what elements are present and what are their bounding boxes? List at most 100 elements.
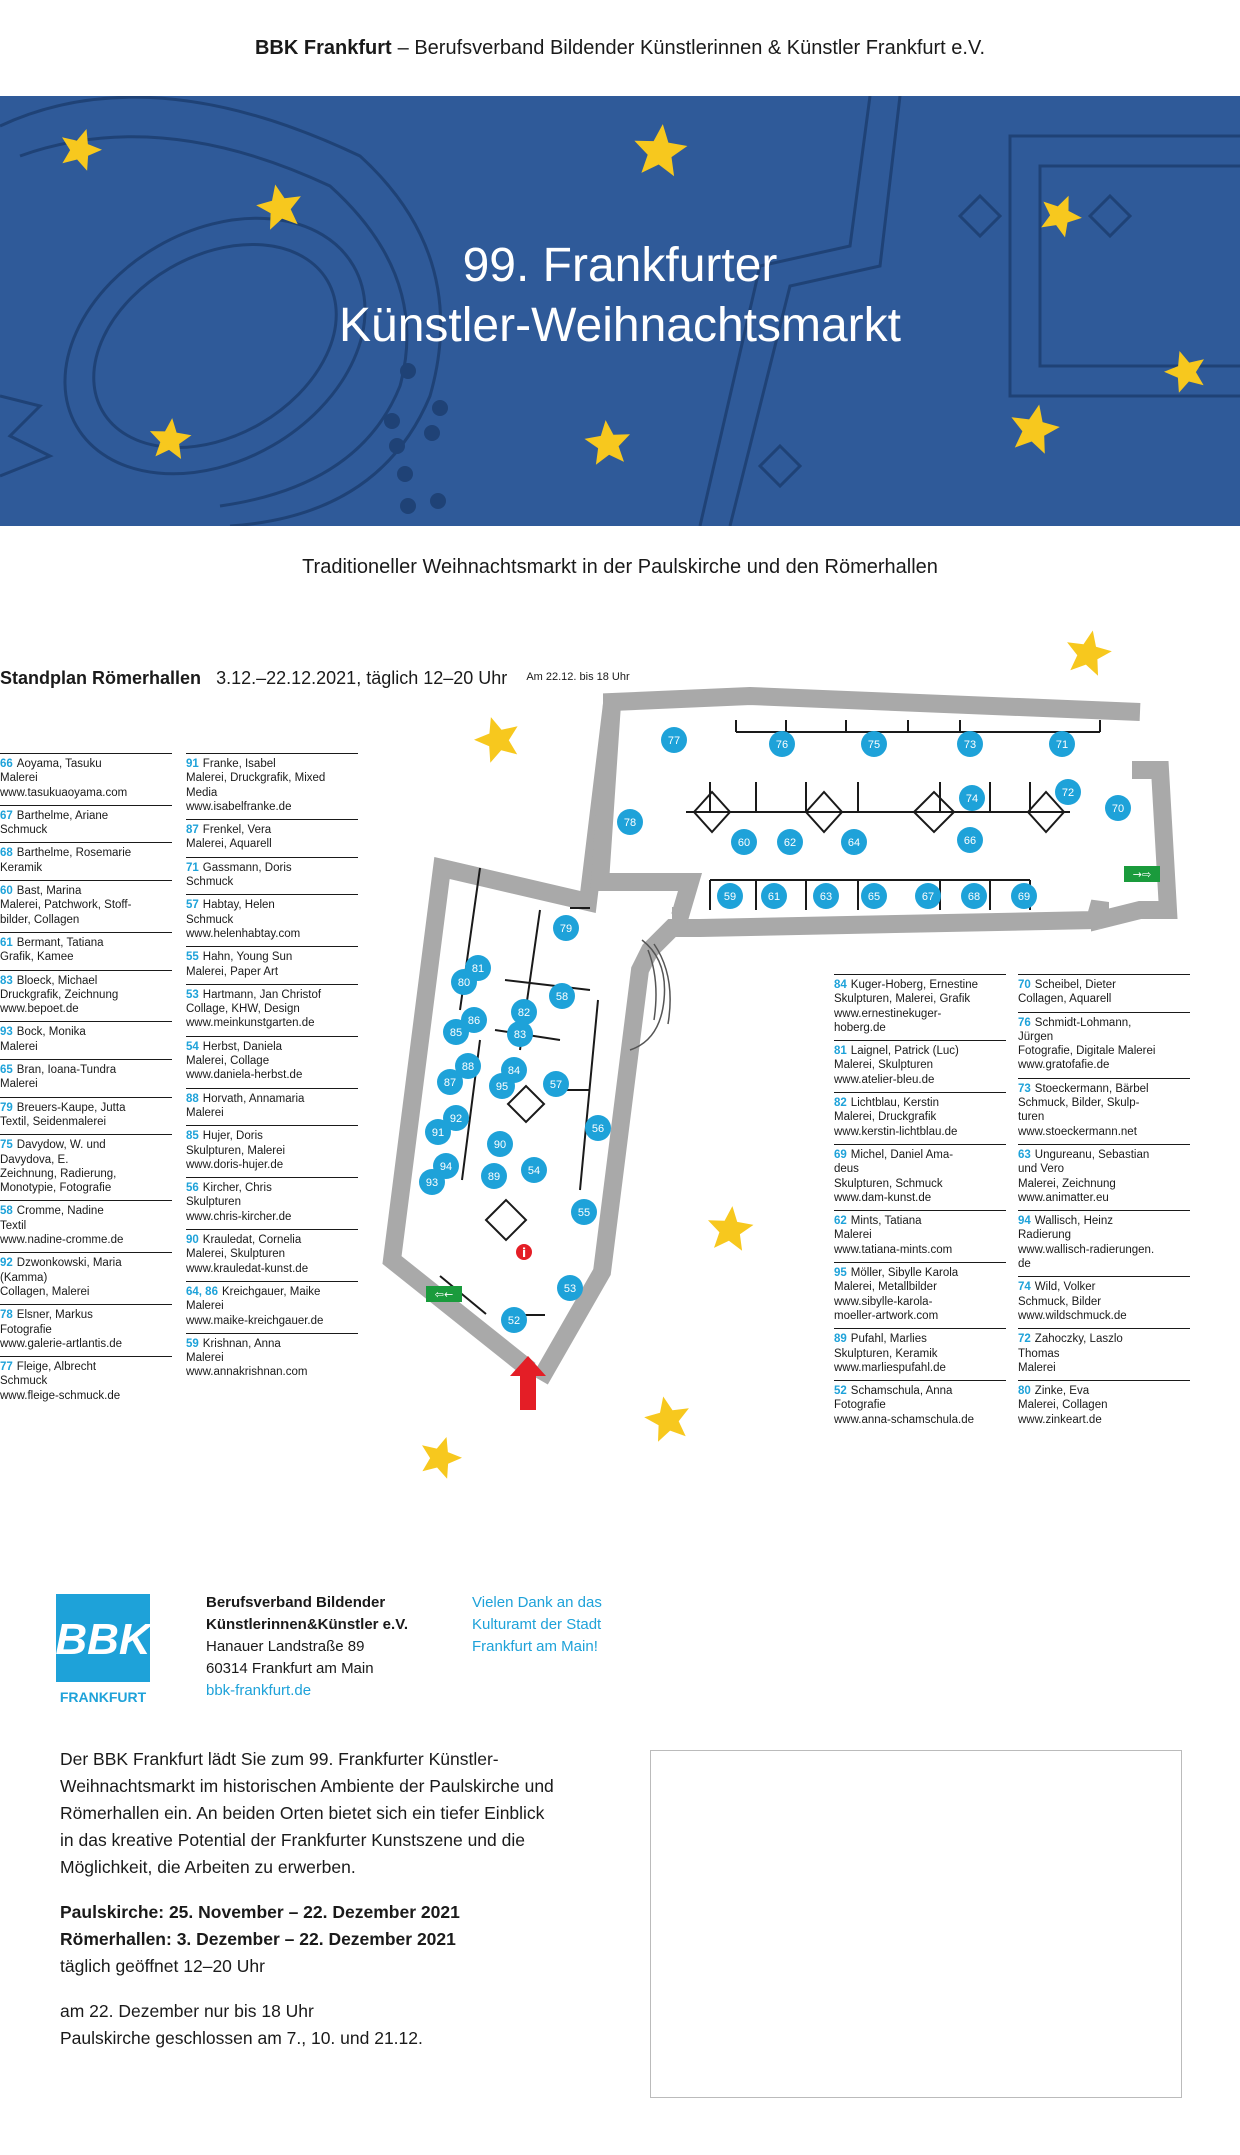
stand-number-label: 60: [738, 837, 750, 849]
intro-text: Der BBK Frankfurt lädt Sie zum 99. Frank…: [60, 1746, 560, 2070]
stand-number: 85: [186, 1130, 199, 1143]
stand-number-label: 88: [462, 1061, 474, 1073]
stand-number-label: 59: [724, 891, 736, 903]
note-dec-22: am 22. Dezember nur bis 18 Uhr: [60, 2001, 314, 2021]
stand-number: 55: [186, 951, 199, 964]
exhibitor-detail: moeller-artwork.com: [834, 1309, 939, 1322]
stand-number-label: 93: [426, 1177, 438, 1189]
stand-number-label: 79: [560, 923, 572, 935]
exhibitor-detail: Schmuck: [0, 1375, 48, 1388]
stand-number-label: 91: [432, 1127, 444, 1139]
exhibitor-detail: Malerei: [0, 1078, 38, 1091]
stand-number-label: 69: [1018, 891, 1030, 903]
stand-number: 89: [834, 1333, 847, 1346]
exhibitor-detail: www.tatiana-mints.com: [834, 1243, 953, 1256]
exhibitor-detail: Schmuck, Bilder, Skulp-: [1018, 1097, 1140, 1110]
stand-number: 53: [186, 988, 199, 1001]
stand-number: 87: [186, 824, 199, 837]
exhibitor-detail: (Kamma): [0, 1271, 48, 1284]
logo-subtext: FRANKFURT: [60, 1689, 147, 1704]
website-link[interactable]: bbk-frankfurt.de: [206, 1682, 312, 1699]
exhibitor-detail: Zeichnung, Radierung,: [0, 1167, 117, 1180]
exhibitor-detail: www.doris-hujer.de: [186, 1158, 284, 1171]
subtitle: Traditioneller Weihnachtsmarkt in der Pa…: [302, 556, 938, 578]
exhibitor-detail: www.galerie-artlantis.de: [0, 1337, 123, 1350]
stand-number-label: 57: [550, 1079, 562, 1091]
stand-number-label: 53: [564, 1283, 576, 1295]
exhibitor-detail: Skulpturen: [186, 1196, 241, 1209]
stand-number: 90: [186, 1234, 199, 1247]
dates-paulskirche: Paulskirche: 25. November – 22. Dezember…: [60, 1902, 460, 1922]
stand-number: 88: [186, 1092, 199, 1105]
stand-marker: 57: [543, 1071, 569, 1097]
stand-marker: 52: [501, 1307, 527, 1333]
exhibitor-detail: www.atelier-bleu.de: [834, 1073, 935, 1086]
plan-title: Standplan Römerhallen: [0, 668, 202, 688]
banner-title-line1: 99. Frankfurter: [462, 239, 778, 292]
stand-marker: 79: [553, 915, 579, 941]
stand-number-label: 90: [494, 1139, 506, 1151]
stand-marker: 91: [425, 1119, 451, 1145]
stand-number: 71: [186, 861, 199, 874]
stand-number: 63: [1018, 1148, 1031, 1161]
stand-number-label: 62: [784, 837, 796, 849]
stand-number-label: 72: [1062, 787, 1074, 799]
exhibitor-detail: www.chris-kircher.de: [186, 1210, 292, 1223]
stand-number-label: 68: [968, 891, 980, 903]
stand-number: 62: [834, 1215, 847, 1228]
stand-marker: 88: [455, 1053, 481, 1079]
stand-number-label: 82: [518, 1007, 530, 1019]
stand-marker: 70: [1105, 795, 1131, 821]
stand-number: 59: [186, 1337, 199, 1350]
exhibitor-detail: Fotografie: [834, 1399, 886, 1412]
exhibitor-detail: Thomas: [1018, 1347, 1060, 1360]
exhibitor-detail: Monotypie, Fotografie: [0, 1182, 112, 1195]
plan-heading: Standplan Römerhallen 3.12.–22.12.2021, …: [0, 668, 630, 689]
stand-marker: 68: [961, 883, 987, 909]
stand-marker: 65: [861, 883, 887, 909]
stand-marker: 74: [959, 785, 985, 811]
stand-number-label: 87: [444, 1077, 456, 1089]
exhibitor-detail: Fotografie: [0, 1323, 52, 1336]
exhibitor-detail: Schmuck: [0, 824, 48, 837]
svg-text:i: i: [522, 1246, 526, 1260]
exhibitor-detail: Jürgen: [1018, 1030, 1054, 1043]
star-icon: [62, 129, 102, 171]
stand-marker: 67: [915, 883, 941, 909]
stand-number-label: 85: [450, 1027, 462, 1039]
exhibitor-detail: www.gratofafie.de: [1018, 1059, 1110, 1072]
exhibitor-detail: bilder, Collagen: [0, 913, 80, 926]
exhibitor-detail: www.maike-kreichgauer.de: [186, 1314, 324, 1327]
exit-sign-upper: →⇨: [1124, 866, 1160, 882]
stand-marker: 72: [1055, 779, 1081, 805]
stand-number-label: 78: [624, 817, 636, 829]
exhibitor-detail: deus: [834, 1163, 859, 1176]
exhibitor-detail: Druckgrafik, Zeichnung: [0, 988, 119, 1001]
stand-number: 82: [834, 1097, 847, 1110]
stand-number: 93: [0, 1026, 13, 1039]
stand-number: 74: [1018, 1281, 1031, 1294]
exhibitor-detail: Malerei: [0, 772, 38, 785]
